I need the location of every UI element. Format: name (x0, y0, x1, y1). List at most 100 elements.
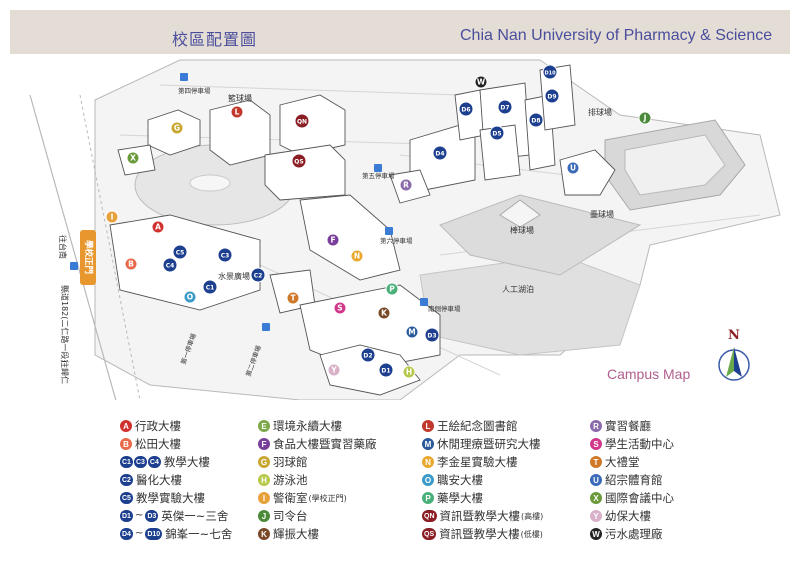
marker-code: D1 (381, 368, 390, 375)
marker-c3[interactable]: C3 (217, 247, 233, 263)
marker-code: QN (297, 119, 307, 126)
marker-l[interactable]: L (230, 105, 244, 119)
page-title-english: Chia Nan University of Pharmacy & Scienc… (460, 27, 773, 44)
marker-d9[interactable]: D9 (544, 88, 560, 104)
marker-u[interactable]: U (566, 161, 580, 175)
marker-d2[interactable]: D2 (360, 347, 376, 363)
marker-d3[interactable]: D3 (424, 327, 440, 343)
marker-code: P (389, 285, 395, 294)
marker-code: QS (294, 159, 303, 166)
page-title-chinese: 校區配置圖 (172, 30, 258, 49)
marker-d8[interactable]: D8 (528, 112, 544, 128)
marker-code: C3 (221, 253, 230, 260)
marker-j[interactable]: J (638, 111, 652, 125)
buildings (109, 64, 616, 396)
legend-badge-d1: D1 (120, 510, 133, 522)
marker-d1[interactable]: D1 (378, 362, 394, 378)
legend-badge-c4: C4 (147, 456, 161, 468)
marker-c5[interactable]: C5 (172, 244, 188, 260)
marker-a[interactable]: A (151, 220, 165, 234)
marker-code: H (406, 368, 412, 377)
marker-c2[interactable]: C2 (250, 267, 266, 283)
marker-m[interactable]: M (405, 325, 419, 339)
legend-label: 紹宗體育館 (605, 473, 663, 487)
marker-y[interactable]: Y (327, 363, 341, 377)
volleyball-label: 排球場 (588, 107, 612, 117)
legend-label: 警衛室 (273, 491, 308, 505)
legend-label: 幼保大樓 (605, 509, 651, 523)
marker-x[interactable]: X (126, 151, 140, 165)
marker-g[interactable]: G (170, 121, 184, 135)
legend-label: 學生活動中心 (605, 437, 674, 451)
legend-badge-e: E (258, 420, 270, 432)
legend-badge-u: U (590, 474, 602, 486)
marker-code: D6 (461, 107, 470, 114)
marker-o[interactable]: O (183, 290, 197, 304)
parking6-label: 第六停車場 (380, 236, 413, 245)
marker-d10[interactable]: D10 (542, 64, 558, 80)
legend-badge-f: F (258, 438, 270, 450)
marker-i[interactable]: I (105, 210, 119, 224)
marker-qn[interactable]: QN (294, 113, 310, 129)
legend-label: 國際會議中心 (605, 491, 674, 505)
central-plaza (134, 144, 296, 226)
marker-n[interactable]: N (350, 249, 364, 263)
marker-h[interactable]: H (402, 365, 416, 379)
marker-f[interactable]: F (326, 233, 340, 247)
marker-c4[interactable]: C4 (162, 257, 178, 273)
marker-d5[interactable]: D5 (489, 125, 505, 141)
range-tilde: ~ (134, 528, 144, 539)
marker-b[interactable]: B (124, 257, 138, 271)
marker-w[interactable]: W (474, 75, 488, 89)
marker-c1[interactable]: C1 (202, 279, 218, 295)
marker-code: B (128, 260, 134, 269)
marker-d6[interactable]: D6 (458, 101, 474, 117)
legend-badge-h: H (258, 474, 270, 486)
marker-k[interactable]: K (377, 306, 391, 320)
marker-t[interactable]: T (286, 291, 300, 305)
marker-d7[interactable]: D7 (497, 99, 513, 115)
legend-label: 職安大樓 (437, 473, 483, 487)
basketball-label: 籃球場 (228, 93, 252, 103)
marker-code: G (174, 124, 180, 133)
marker-r[interactable]: R (399, 178, 413, 192)
marker-qs[interactable]: QS (291, 153, 307, 169)
marker-p[interactable]: P (385, 282, 399, 296)
marker-code: N (354, 252, 360, 261)
marker-s[interactable]: S (333, 301, 347, 315)
marker-d4[interactable]: D4 (432, 145, 448, 161)
legend-label: 輝振大樓 (273, 527, 319, 541)
marker-code: Y (330, 366, 337, 375)
baseball-label: 棒球場 (510, 225, 534, 235)
building-markers: ABC1C2C3C4C5D1D2D3D4D5D6D7D8D9D10EFGHIJK… (105, 64, 652, 379)
